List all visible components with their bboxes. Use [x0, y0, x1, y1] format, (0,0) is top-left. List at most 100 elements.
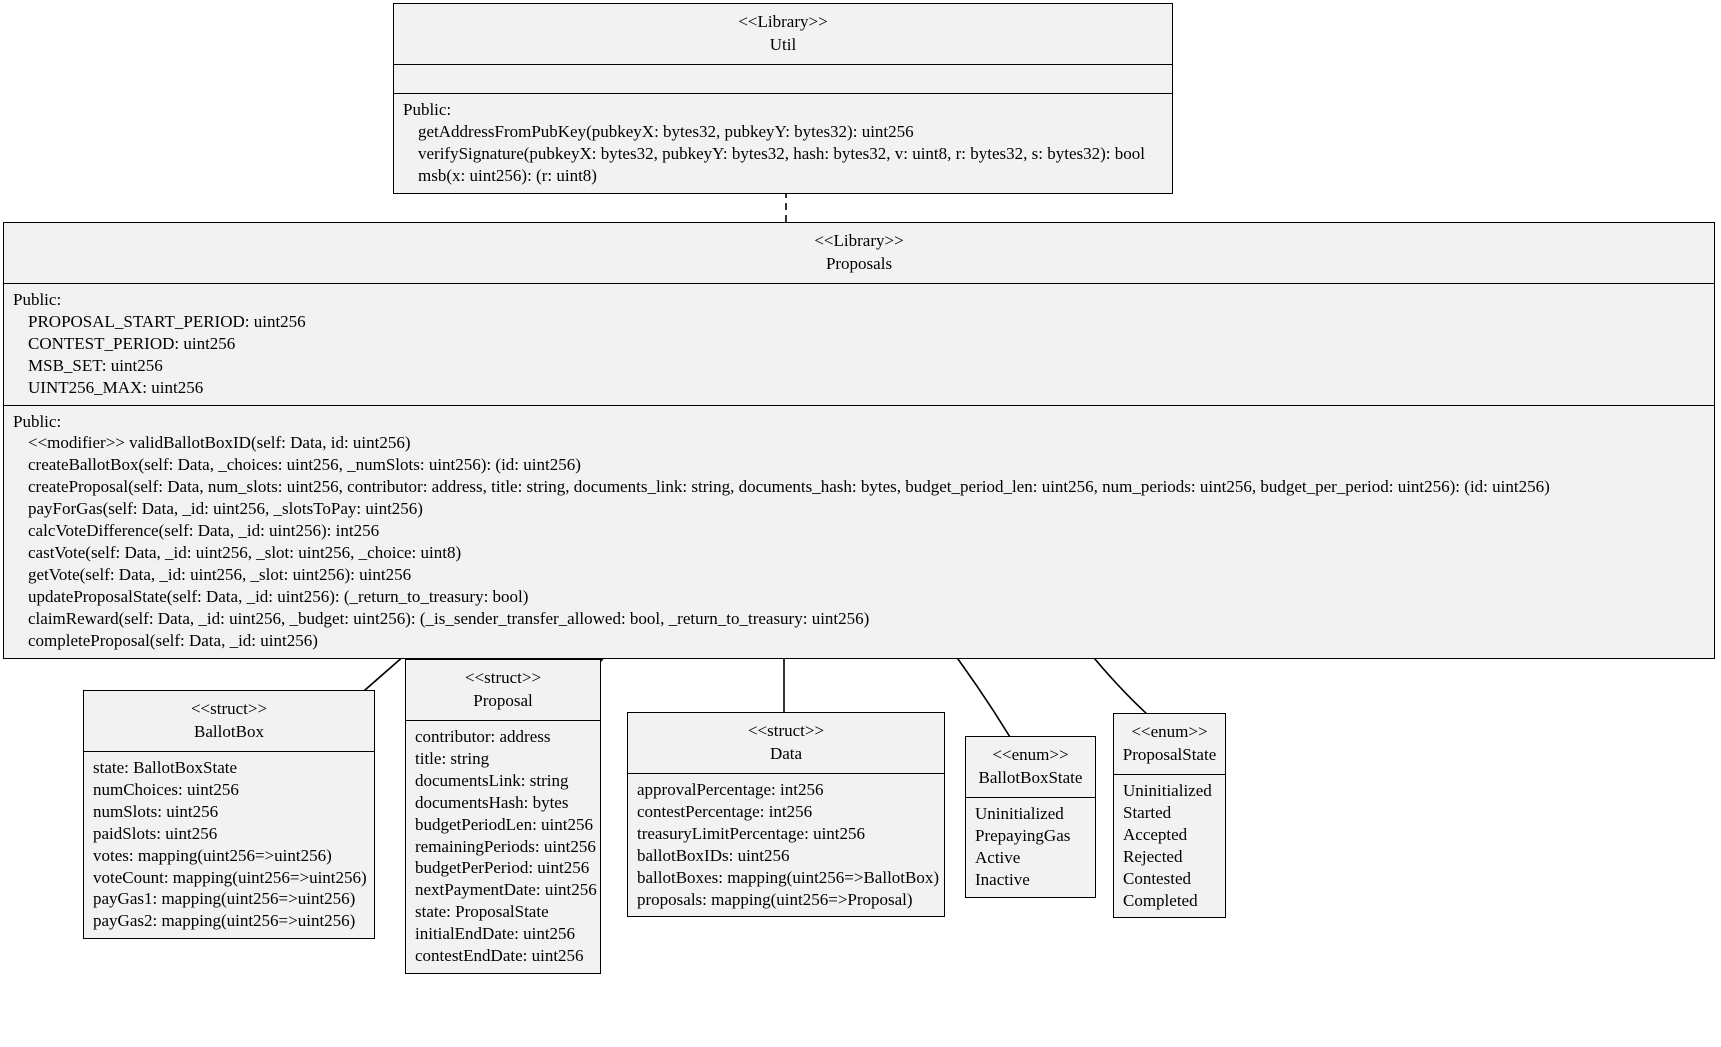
- attribute-item: paidSlots: uint256: [93, 823, 218, 843]
- attributes-section-data: approvalPercentage: int256 contestPercen…: [628, 774, 944, 917]
- enum-value-item: PrepayingGas: [975, 825, 1071, 845]
- section-divider: [4, 282, 1714, 284]
- attribute-item: contestPercentage: int256: [637, 801, 813, 821]
- method-item: completeProposal(self: Data, _id: uint25…: [28, 630, 318, 650]
- attribute-item: numSlots: uint256: [93, 801, 219, 821]
- attribute-item: initialEndDate: uint256: [415, 924, 576, 944]
- class-name-label: Proposal: [473, 691, 533, 711]
- section-divider: [1114, 773, 1225, 775]
- enum-value-item: Accepted: [1123, 824, 1188, 844]
- stereotype-label: <<struct>>: [747, 721, 825, 740]
- section-divider: [406, 719, 600, 721]
- method-item: getVote(self: Data, _id: uint256, _slot:…: [28, 564, 412, 584]
- attribute-item: state: ProposalState: [415, 902, 549, 922]
- class-header-proposal: <<struct>> Proposal: [406, 660, 600, 720]
- method-item: verifySignature(pubkeyX: bytes32, pubkey…: [418, 143, 1145, 163]
- method-item: payForGas(self: Data, _id: uint256, _slo…: [28, 499, 423, 519]
- enum-value-item: Active: [975, 847, 1021, 867]
- attribute-item: documentsHash: bytes: [415, 792, 569, 812]
- attribute-item: approvalPercentage: int256: [637, 779, 824, 799]
- method-item: calcVoteDifference(self: Data, _id: uint…: [28, 521, 380, 541]
- section-divider: [966, 796, 1095, 798]
- attributes-section-ballotboxstate: Uninitialized PrepayingGas Active Inacti…: [966, 798, 1095, 897]
- method-item: claimReward(self: Data, _id: uint256, _b…: [28, 608, 870, 628]
- enum-value-item: Inactive: [975, 869, 1030, 889]
- enum-value-item: Rejected: [1123, 846, 1183, 866]
- stereotype-label: <<Library>>: [814, 231, 904, 250]
- class-header-proposalstate: <<enum>> ProposalState: [1114, 714, 1225, 774]
- method-item: createProposal(self: Data, num_slots: ui…: [28, 477, 1550, 497]
- enum-value-item: Uninitialized: [975, 803, 1064, 823]
- attribute-item: title: string: [415, 748, 490, 768]
- class-name-label: Util: [769, 35, 797, 55]
- class-box-util[interactable]: <<Library>> Util Public: getAddressFromP…: [393, 3, 1173, 194]
- attribute-item: UINT256_MAX: uint256: [28, 377, 204, 397]
- attribute-item: PROPOSAL_START_PERIOD: uint256: [28, 311, 306, 331]
- class-name-label: BallotBox: [194, 722, 264, 742]
- attribute-item: state: BallotBoxState: [93, 757, 238, 777]
- attribute-item: voteCount: mapping(uint256=>uint256): [93, 867, 367, 887]
- attribute-item: contestEndDate: uint256: [415, 946, 584, 966]
- attribute-item: payGas1: mapping(uint256=>uint256): [93, 889, 356, 909]
- methods-section-util: Public: getAddressFromPubKey(pubkeyX: by…: [394, 94, 1172, 193]
- attribute-item: nextPaymentDate: uint256: [415, 880, 597, 900]
- attribute-item: budgetPerPeriod: uint256: [415, 858, 590, 878]
- class-header-ballotbox: <<struct>> BallotBox: [84, 691, 374, 751]
- section-divider: [4, 404, 1714, 406]
- class-header-data: <<struct>> Data: [628, 713, 944, 773]
- stereotype-label: <<enum>>: [992, 745, 1069, 764]
- attribute-item: MSB_SET: uint256: [28, 355, 163, 375]
- enum-value-item: Uninitialized: [1123, 780, 1212, 800]
- attribute-item: contributor: address: [415, 726, 551, 746]
- attribute-item: votes: mapping(uint256=>uint256): [93, 845, 332, 865]
- class-header-util: <<Library>> Util: [394, 4, 1172, 64]
- stereotype-label: <<struct>>: [464, 668, 542, 687]
- attribute-item: documentsLink: string: [415, 770, 569, 790]
- methods-section-proposals: Public: <<modifier>> validBallotBoxID(se…: [4, 406, 1714, 658]
- attribute-item: CONTEST_PERIOD: uint256: [28, 333, 236, 353]
- attribute-item: remainingPeriods: uint256: [415, 836, 596, 856]
- enum-value-item: Started: [1123, 802, 1172, 822]
- attribute-item: numChoices: uint256: [93, 779, 239, 799]
- method-item: <<modifier>> validBallotBoxID(self: Data…: [28, 433, 411, 453]
- class-box-proposal[interactable]: <<struct>> Proposal contributor: address…: [405, 659, 601, 975]
- method-item: msb(x: uint256): (r: uint8): [418, 165, 597, 185]
- attribute-item: ballotBoxes: mapping(uint256=>BallotBox): [637, 867, 940, 887]
- stereotype-label: <<enum>>: [1131, 722, 1208, 741]
- method-item: updateProposalState(self: Data, _id: uin…: [28, 586, 529, 606]
- attributes-section-proposals: Public: PROPOSAL_START_PERIOD: uint256 C…: [4, 284, 1714, 405]
- class-name-label: BallotBoxState: [978, 768, 1083, 788]
- class-box-proposalstate[interactable]: <<enum>> ProposalState Uninitialized Sta…: [1113, 713, 1226, 919]
- class-box-ballotbox[interactable]: <<struct>> BallotBox state: BallotBoxSta…: [83, 690, 375, 940]
- method-item: createBallotBox(self: Data, _choices: ui…: [28, 455, 581, 475]
- class-box-ballotboxstate[interactable]: <<enum>> BallotBoxState Uninitialized Pr…: [965, 736, 1096, 898]
- method-item: castVote(self: Data, _id: uint256, _slot…: [28, 543, 462, 563]
- visibility-label: Public:: [13, 289, 62, 309]
- stereotype-label: <<struct>>: [190, 699, 268, 718]
- attributes-section-proposal: contributor: address title: string docum…: [406, 721, 600, 973]
- class-header-proposals: <<Library>> Proposals: [4, 223, 1714, 283]
- section-divider: [628, 772, 944, 774]
- attributes-section-proposalstate: Uninitialized Started Accepted Rejected …: [1114, 775, 1225, 918]
- attributes-section-ballotbox: state: BallotBoxState numChoices: uint25…: [84, 752, 374, 938]
- attribute-item: payGas2: mapping(uint256=>uint256): [93, 911, 356, 931]
- section-divider: [84, 750, 374, 752]
- class-header-ballotboxstate: <<enum>> BallotBoxState: [966, 737, 1095, 797]
- class-name-label: ProposalState: [1122, 745, 1217, 765]
- class-box-proposals[interactable]: <<Library>> Proposals Public: PROPOSAL_S…: [3, 222, 1715, 659]
- enum-value-item: Completed: [1123, 890, 1198, 910]
- class-box-data[interactable]: <<struct>> Data approvalPercentage: int2…: [627, 712, 945, 918]
- attribute-item: proposals: mapping(uint256=>Proposal): [637, 889, 913, 909]
- class-name-label: Proposals: [825, 254, 893, 274]
- attribute-item: budgetPeriodLen: uint256: [415, 814, 594, 834]
- attribute-item: ballotBoxIDs: uint256: [637, 845, 790, 865]
- method-item: getAddressFromPubKey(pubkeyX: bytes32, p…: [418, 121, 914, 141]
- attributes-section-util: [394, 65, 1172, 93]
- stereotype-label: <<Library>>: [738, 12, 828, 31]
- visibility-label: Public:: [403, 99, 452, 119]
- enum-value-item: Contested: [1123, 868, 1191, 888]
- section-divider: [394, 92, 1172, 94]
- visibility-label: Public:: [13, 411, 62, 431]
- attribute-item: treasuryLimitPercentage: uint256: [637, 823, 866, 843]
